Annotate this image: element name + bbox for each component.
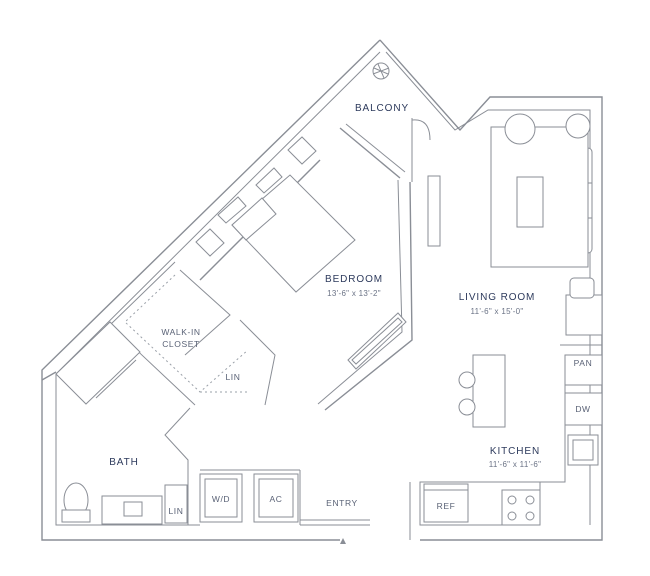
range xyxy=(501,489,541,526)
washer-dryer-label: W/D xyxy=(211,494,231,504)
kitchen-counter xyxy=(419,354,603,526)
bedroom-dimensions: 13'-6" x 13'-2" xyxy=(327,289,381,298)
dresser xyxy=(347,312,407,370)
bath-fixtures xyxy=(55,321,188,525)
exterior-walls xyxy=(41,39,603,541)
bedroom-label: BEDROOM xyxy=(325,274,383,285)
bed xyxy=(217,167,356,293)
utility-closets xyxy=(199,473,299,523)
refrigerator-label: REF xyxy=(436,501,456,511)
nightstands xyxy=(195,136,317,257)
balcony-planter xyxy=(372,62,390,80)
kitchen-label: KITCHEN xyxy=(489,446,541,457)
walk-in-closet-label-line1: WALK-IN xyxy=(161,327,201,337)
living-room-dimensions: 11'-6" x 15'-0" xyxy=(470,307,524,316)
balcony-label: BALCONY xyxy=(354,103,410,114)
kitchen-island xyxy=(458,354,506,428)
interior-walls xyxy=(41,159,602,540)
kitchen-dimensions: 11'-6" x 11'-6" xyxy=(488,460,542,469)
media-console xyxy=(427,175,441,247)
linen-closet-label-upper: LIN xyxy=(225,372,241,382)
dishwasher-label: DW xyxy=(575,404,591,414)
ac-label: AC xyxy=(269,494,283,504)
entry-label: ENTRY xyxy=(326,498,358,508)
refrigerator xyxy=(423,483,469,523)
walk-in-closet-label-line2: CLOSET xyxy=(162,339,200,349)
balcony-door xyxy=(339,118,431,182)
bath-label: BATH xyxy=(109,457,139,468)
closet-rails xyxy=(124,274,249,393)
desk-chair xyxy=(565,277,603,336)
linen-closet-label-lower: LIN xyxy=(168,506,184,516)
pantry-label: PAN xyxy=(573,358,593,368)
coffee-table xyxy=(516,176,544,228)
entry-marker xyxy=(300,519,370,544)
living-room-label: LIVING ROOM xyxy=(458,292,536,303)
armchair-and-side-table xyxy=(504,113,591,145)
